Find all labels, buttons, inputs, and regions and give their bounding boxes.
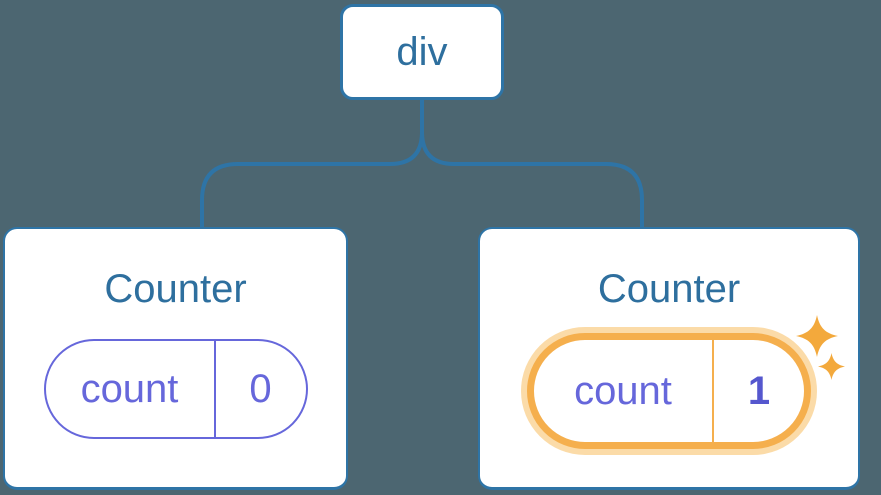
state-value: 1 xyxy=(747,368,771,413)
counter-card-left: Counter count 0 xyxy=(3,227,348,490)
root-node-label: div xyxy=(396,29,448,74)
state-key-label: count xyxy=(46,341,216,437)
sparkle-icon-small xyxy=(818,353,845,380)
component-title: Counter xyxy=(104,267,247,311)
component-title: Counter xyxy=(597,267,741,311)
sparkle-icon xyxy=(796,315,838,357)
root-node: div xyxy=(340,4,504,100)
state-pill-highlighted: count 1 xyxy=(527,333,811,449)
state-value: 0 xyxy=(249,366,272,411)
state-pill: count 0 xyxy=(43,339,308,439)
counter-card-highlighted: Counter count 1 xyxy=(478,227,860,490)
state-key-label: count xyxy=(534,340,714,442)
